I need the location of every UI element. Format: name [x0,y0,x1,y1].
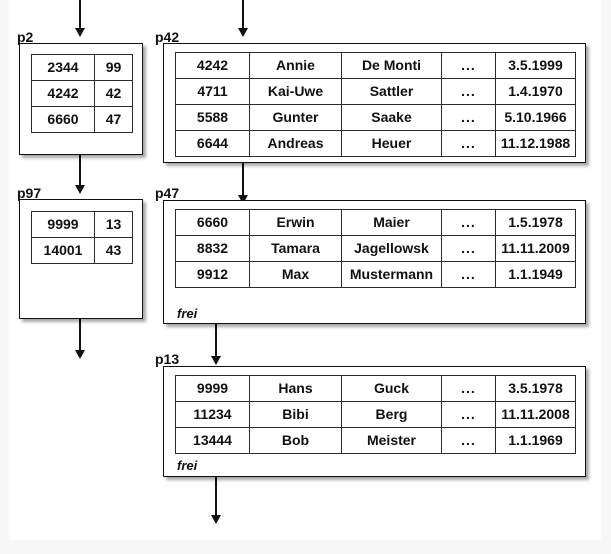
record-table-p13: 9999 Hans Guck ... 3.5.1978 11234 Bibi B… [175,375,576,454]
cell-first: Kai-Uwe [249,78,342,105]
cell-id: 9912 [175,261,250,288]
cell-value: 13 [94,211,133,238]
arrow-into-p2 [74,0,85,38]
table-row: 8832 Tamara Jagellowsk ... 11.11.2009 [175,235,576,262]
cell-ellipsis: ... [441,209,496,236]
cell-ellipsis: ... [441,235,496,262]
cell-ellipsis: ... [441,104,496,131]
cell-date: 5.10.1966 [495,104,576,131]
cell-last: Meister [341,427,442,454]
cell-first: Hans [249,375,342,402]
arrow-p42-to-p47 [237,163,248,205]
table-row: 9999 Hans Guck ... 3.5.1978 [175,375,576,402]
free-space-label-p13: frei [177,458,198,473]
cell-key: 2344 [31,54,95,81]
cell-first: Andreas [249,130,342,157]
table-row: 4242 Annie De Monti ... 3.5.1999 [175,52,576,79]
cell-date: 1.1.1949 [495,261,576,288]
cell-last: Heuer [341,130,442,157]
cell-value: 99 [94,54,133,81]
cell-last: Berg [341,401,442,428]
cell-id: 4242 [175,52,250,79]
record-table-p97: 9999 13 14001 43 [31,211,133,264]
node-label-p2: p2 [17,29,34,45]
cell-first: Bob [249,427,342,454]
cell-value: 47 [94,106,133,133]
cell-first: Bibi [249,401,342,428]
table-row: 6660 47 [31,106,133,133]
cell-id: 9999 [175,375,250,402]
cell-date: 11.11.2009 [495,235,576,262]
table-row: 9999 13 [31,211,133,238]
table-row: 2344 99 [31,54,133,81]
cell-id: 6660 [175,209,250,236]
arrow-p2-to-p97 [74,155,85,195]
cell-date: 11.11.2008 [495,401,576,428]
table-row: 9912 Max Mustermann ... 1.1.1949 [175,261,576,288]
node-label-p42: p42 [155,29,180,45]
cell-last: Sattler [341,78,442,105]
diagram-page: p2 2344 99 4242 42 6660 47 p42 [9,0,601,540]
table-row: 4242 42 [31,80,133,107]
table-row: 5588 Gunter Saake ... 5.10.1966 [175,104,576,131]
cell-last: Guck [341,375,442,402]
table-row: 4711 Kai-Uwe Sattler ... 1.4.1970 [175,78,576,105]
cell-id: 5588 [175,104,250,131]
arrow-out-of-p13 [210,477,221,525]
cell-key: 9999 [31,211,95,238]
cell-first: Erwin [249,209,342,236]
cell-date: 3.5.1978 [495,375,576,402]
cell-ellipsis: ... [441,401,496,428]
cell-last: Mustermann [341,261,442,288]
cell-last: Jagellowsk [341,235,442,262]
table-row: 13444 Bob Meister ... 1.1.1969 [175,427,576,454]
table-row: 14001 43 [31,237,133,264]
cell-key: 14001 [31,237,95,264]
cell-ellipsis: ... [441,427,496,454]
cell-ellipsis: ... [441,130,496,157]
cell-first: Gunter [249,104,342,131]
table-row: 11234 Bibi Berg ... 11.11.2008 [175,401,576,428]
cell-id: 6644 [175,130,250,157]
cell-ellipsis: ... [441,52,496,79]
cell-key: 4242 [31,80,95,107]
record-table-p47: 6660 Erwin Maier ... 1.5.1978 8832 Tamar… [175,209,576,288]
cell-ellipsis: ... [441,375,496,402]
cell-first: Max [249,261,342,288]
arrow-p47-to-p13 [210,324,221,366]
cell-id: 8832 [175,235,250,262]
cell-id: 13444 [175,427,250,454]
cell-last: Saake [341,104,442,131]
node-label-p97: p97 [17,185,42,201]
node-label-p47: p47 [155,185,180,201]
cell-date: 1.4.1970 [495,78,576,105]
cell-date: 3.5.1999 [495,52,576,79]
cell-first: Annie [249,52,342,79]
cell-date: 11.12.1988 [495,130,576,157]
table-row: 6644 Andreas Heuer ... 11.12.1988 [175,130,576,157]
cell-value: 42 [94,80,133,107]
cell-date: 1.5.1978 [495,209,576,236]
arrow-out-of-p97 [74,318,85,360]
cell-id: 4711 [175,78,250,105]
cell-first: Tamara [249,235,342,262]
arrow-into-p42 [237,0,248,38]
free-space-label-p47: frei [177,306,198,321]
cell-date: 1.1.1969 [495,427,576,454]
cell-last: De Monti [341,52,442,79]
node-label-p13: p13 [155,351,180,367]
cell-key: 6660 [31,106,95,133]
record-table-p2: 2344 99 4242 42 6660 47 [31,54,133,133]
table-row: 6660 Erwin Maier ... 1.5.1978 [175,209,576,236]
cell-ellipsis: ... [441,261,496,288]
cell-value: 43 [94,237,133,264]
cell-ellipsis: ... [441,78,496,105]
cell-id: 11234 [175,401,250,428]
cell-last: Maier [341,209,442,236]
record-table-p42: 4242 Annie De Monti ... 3.5.1999 4711 Ka… [175,52,576,157]
